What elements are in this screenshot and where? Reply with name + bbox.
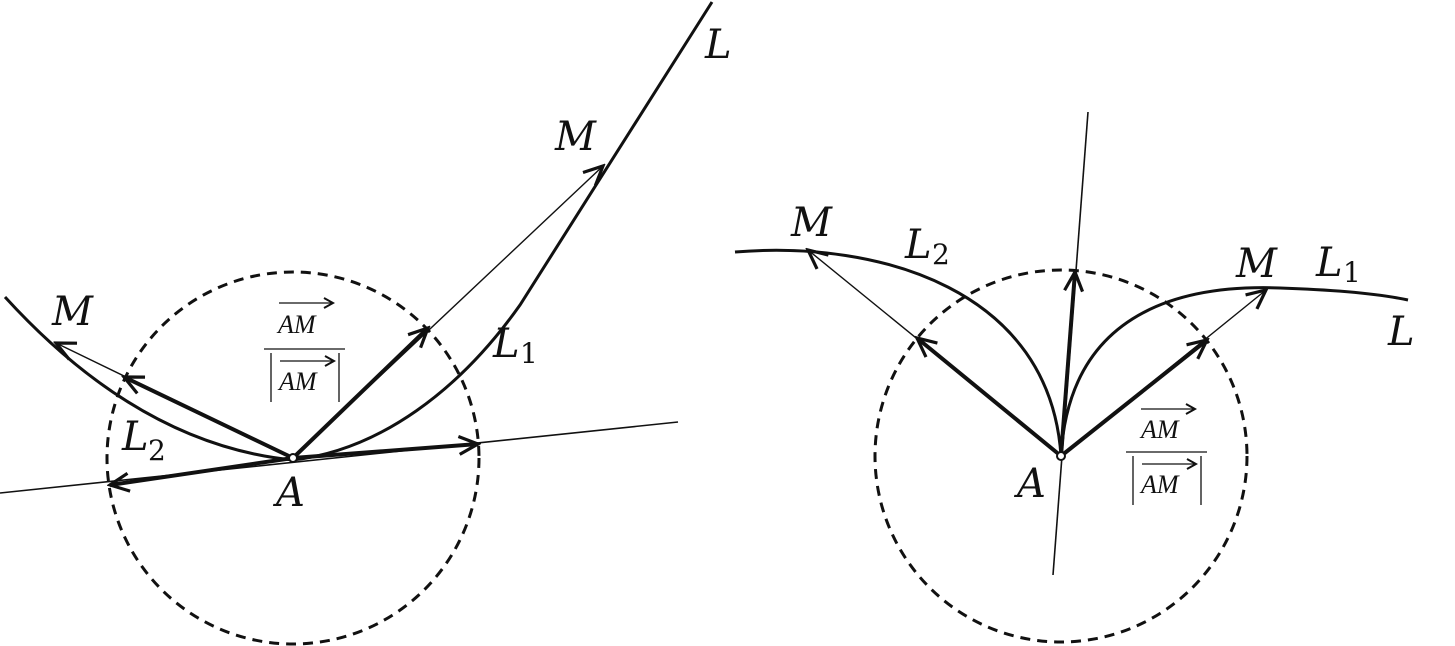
left-label-M-right: M bbox=[554, 114, 597, 160]
svg-text:2: 2 bbox=[932, 238, 950, 271]
svg-text:L: L bbox=[492, 321, 520, 367]
left-figure: L M M A L 1 L 2 AM AM bbox=[0, 1, 732, 646]
right-curve-L2 bbox=[734, 248, 1063, 457]
right-unit-circle bbox=[873, 268, 1249, 644]
svg-text:AM: AM bbox=[277, 367, 318, 396]
svg-text:2: 2 bbox=[148, 434, 166, 467]
left-tangent-vector-right bbox=[292, 444, 478, 460]
right-unit-vector-left bbox=[917, 338, 1063, 458]
left-unit-vector-right bbox=[291, 328, 428, 460]
left-curve-L1 bbox=[292, 1, 714, 462]
left-label-L1: L 1 bbox=[492, 321, 538, 370]
svg-text:L: L bbox=[1315, 240, 1343, 286]
svg-text:AM: AM bbox=[1139, 470, 1180, 499]
left-point-A bbox=[288, 453, 298, 463]
right-label-L1: L 1 bbox=[1315, 240, 1361, 289]
left-unit-circle bbox=[105, 270, 481, 646]
svg-text:1: 1 bbox=[520, 337, 538, 370]
right-label-M-right: M bbox=[1235, 241, 1278, 287]
right-label-L2: L 2 bbox=[904, 222, 950, 271]
right-unit-vector-up bbox=[1059, 272, 1075, 457]
left-curve-L2 bbox=[3, 295, 294, 462]
right-curve-L1 bbox=[1059, 286, 1409, 457]
left-label-L: L bbox=[704, 22, 732, 68]
left-tangent-vector-left bbox=[110, 456, 294, 485]
right-unit-vector-right bbox=[1059, 340, 1207, 458]
svg-text:L: L bbox=[121, 414, 149, 460]
right-label-M-left: M bbox=[790, 200, 833, 246]
left-tangent-line bbox=[0, 421, 679, 494]
svg-text:AM: AM bbox=[276, 310, 317, 339]
right-label-L: L bbox=[1387, 309, 1415, 355]
svg-text:L: L bbox=[904, 222, 932, 268]
left-label-L2: L 2 bbox=[121, 414, 166, 467]
left-unit-vector-left bbox=[124, 375, 294, 460]
left-fraction-unit-vector: AM AM bbox=[264, 303, 345, 402]
right-point-A bbox=[1056, 451, 1066, 461]
right-fraction-unit-vector: AM AM bbox=[1126, 409, 1207, 505]
svg-text:1: 1 bbox=[1343, 256, 1361, 289]
right-label-A: A bbox=[1013, 461, 1046, 507]
left-label-M-left: M bbox=[51, 289, 94, 335]
svg-text:AM: AM bbox=[1139, 415, 1180, 444]
left-label-A: A bbox=[272, 470, 305, 516]
right-figure: M M L A L 2 L 1 AM AM bbox=[734, 111, 1415, 644]
